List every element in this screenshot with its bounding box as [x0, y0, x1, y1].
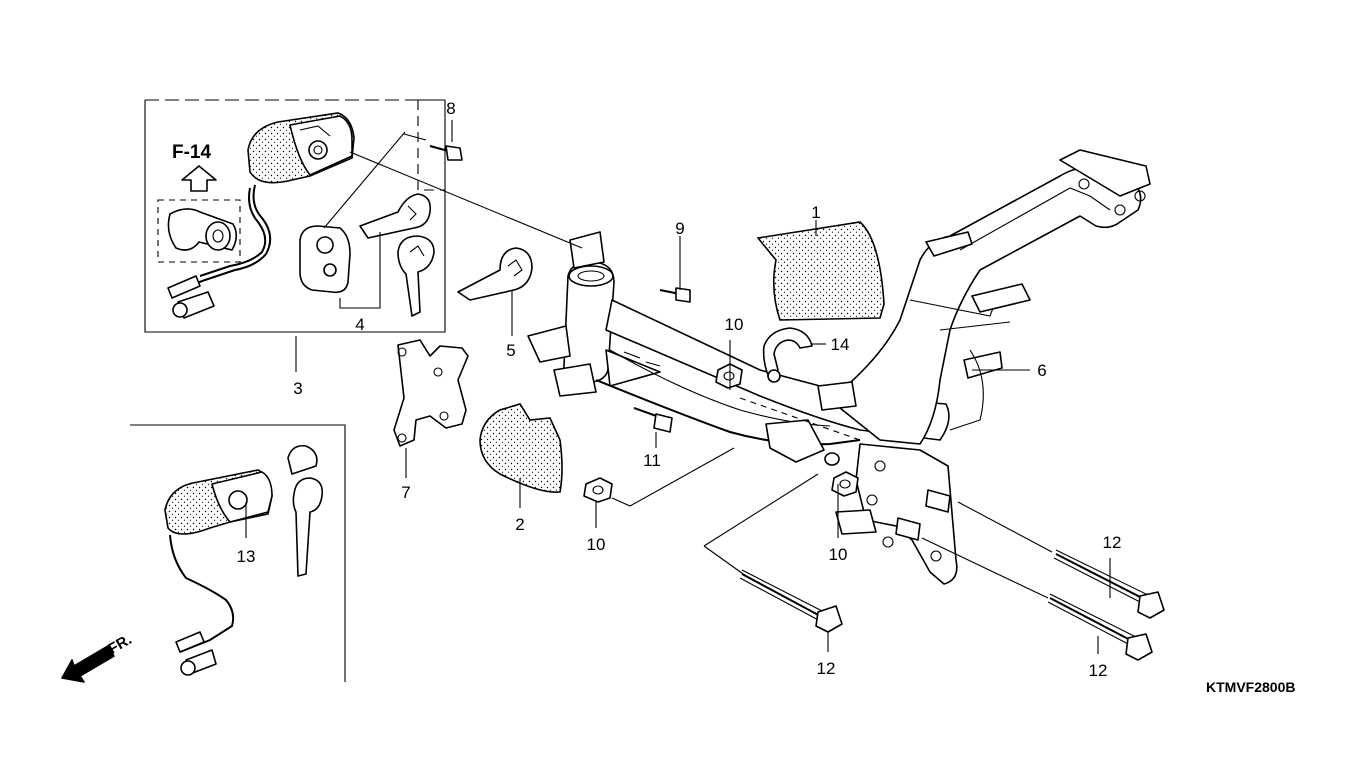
callout-10-lower: 10: [587, 535, 606, 554]
callout-8: 8: [446, 99, 455, 118]
frame-cover: [756, 221, 885, 321]
diagram-code: KTMVF2800B: [1206, 679, 1295, 695]
nut-10-right: [831, 471, 859, 497]
up-arrow-icon: [181, 165, 217, 192]
callout-12-bottom: 12: [1089, 661, 1108, 680]
callout-12-left: 12: [817, 659, 836, 678]
rubber-pad: [479, 403, 563, 493]
front-arrow-icon: [61, 645, 115, 683]
bolt-9: [659, 287, 691, 303]
bolt-11: [633, 407, 673, 433]
seat-lock-plate: [299, 225, 351, 294]
callout-5: 5: [506, 341, 515, 360]
callout-6: 6: [1037, 361, 1046, 380]
bracket: [393, 339, 469, 447]
callout-14: 14: [831, 335, 850, 354]
callout-12-top: 12: [1103, 533, 1122, 552]
callout-7: 7: [401, 483, 410, 502]
callout-3: 3: [293, 379, 302, 398]
callout-2: 2: [515, 515, 524, 534]
bolt-8: [429, 145, 463, 161]
callout-10-upper: 10: [725, 315, 744, 334]
long-bolt-12-top: [1053, 549, 1165, 619]
ignition-switch-assembly-box: [144, 99, 446, 333]
callout-9: 9: [675, 219, 684, 238]
keys-in-box: [359, 193, 435, 317]
alt-ignition-switch: [164, 444, 324, 676]
ignition-switch-body: [167, 112, 355, 319]
spare-key: [457, 247, 533, 301]
long-bolt-12-bottom: [1047, 593, 1153, 661]
callout-4: 4: [355, 315, 364, 334]
callout-13: 13: [237, 547, 256, 566]
wire-clip: [762, 327, 813, 383]
f14-reference: F-14: [172, 142, 217, 192]
front-arrow: FR.: [61, 631, 135, 683]
frame-body: [527, 149, 1151, 585]
f14-label: F-14: [172, 142, 212, 163]
nut-10-lower: [583, 477, 613, 503]
long-bolt-12-left: [739, 569, 843, 633]
callout-10-right: 10: [829, 545, 848, 564]
leader-lines: [245, 120, 1111, 654]
lock-cylinder: [167, 208, 238, 251]
alt-switch-box: [130, 424, 346, 682]
callout-1: 1: [811, 203, 820, 222]
callout-11: 11: [643, 451, 661, 470]
pivot-collars: [895, 489, 951, 541]
